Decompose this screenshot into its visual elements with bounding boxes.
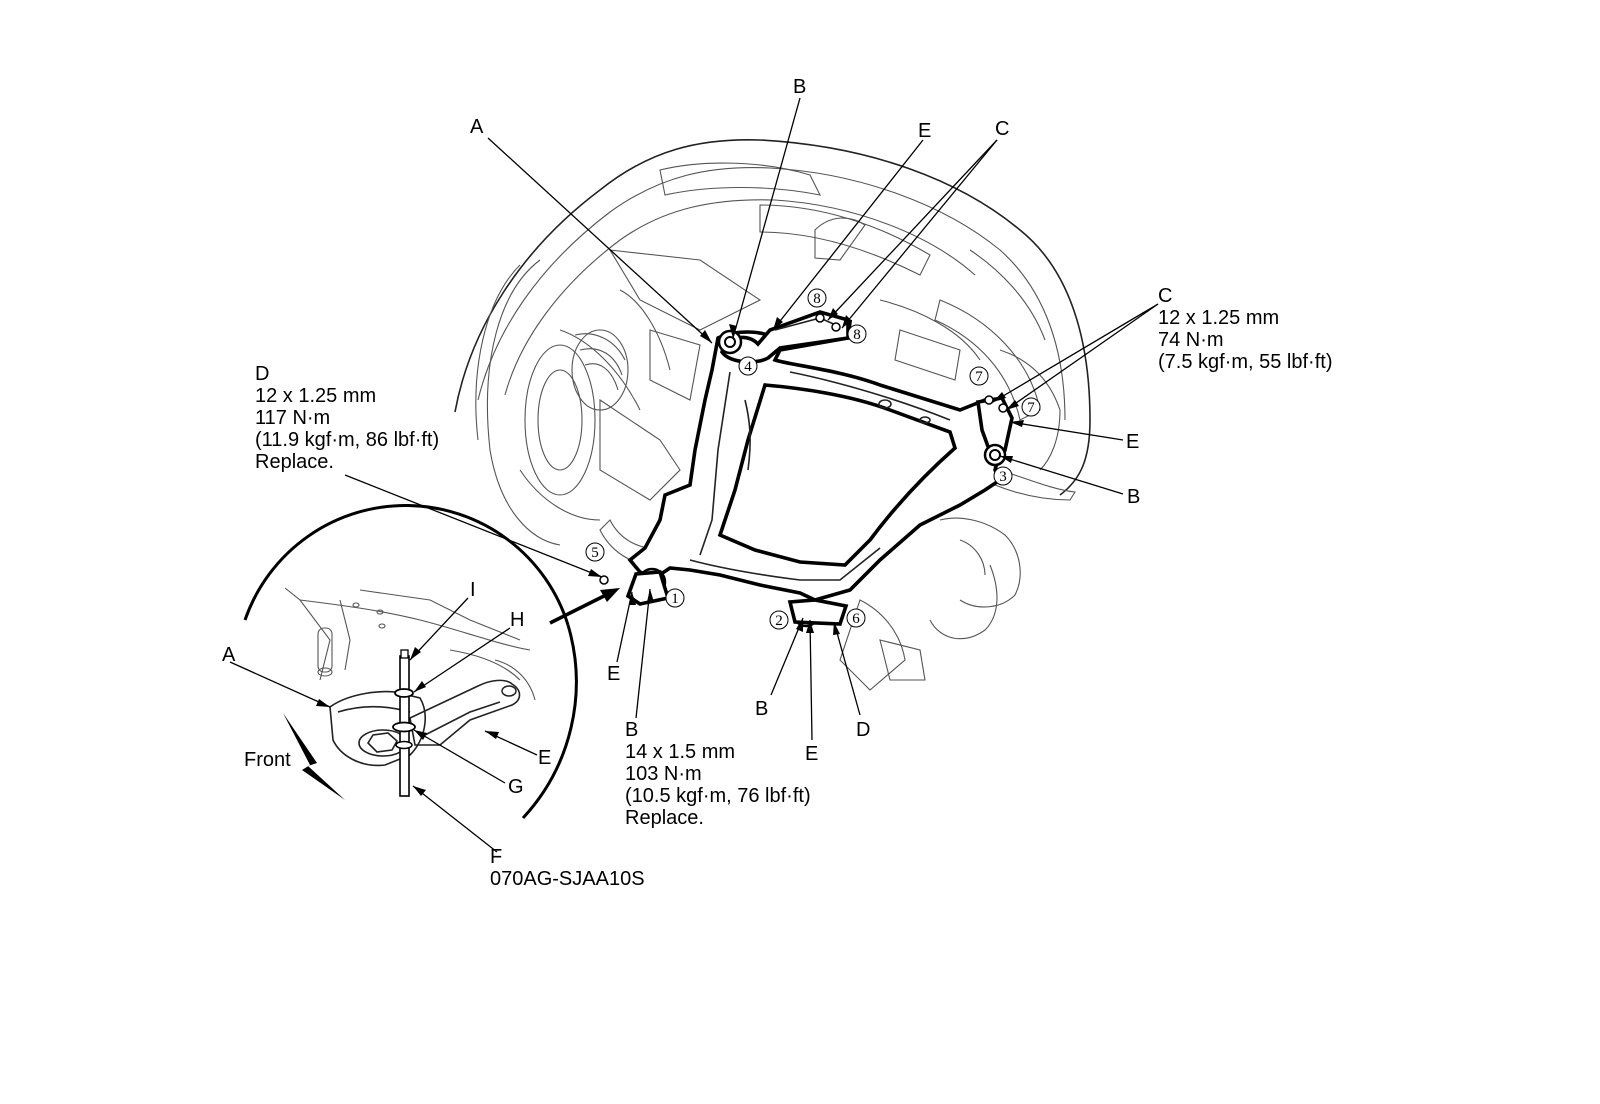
svg-text:3: 3 [999,469,1007,485]
sequence-5: 5 [585,542,605,562]
callout-right-b: B [1127,486,1140,508]
spec-b-bottom: B 14 x 1.5 mm 103 N·m (10.5 kgf·m, 76 lb… [625,719,811,829]
svg-text:14 x 1.5 mm: 14 x 1.5 mm [625,741,735,763]
inset-labels: A I H E G F Front [222,579,551,868]
inset-detail [229,504,620,853]
svg-text:Replace.: Replace. [625,807,704,829]
svg-text:1: 1 [671,591,679,607]
sequence-1: 1 [665,588,685,608]
front-arrow-icon [283,713,345,800]
sequence-8a: 8 [807,288,827,308]
mount-bolts [599,313,1008,628]
callout-top-a: A [470,116,484,138]
sequence-8b: 8 [847,324,867,344]
sequence-6: 6 [846,608,866,628]
svg-text:D: D [255,363,269,385]
callout-top-e: E [918,120,931,142]
callout-bottom-b: B [755,698,768,720]
callout-top-b: B [793,76,806,98]
front-label: Front [244,749,291,771]
inset-label-g: G [508,776,524,798]
svg-text:7: 7 [975,369,983,385]
figure-code: 070AG-SJAA10S [490,868,645,890]
tightening-sequence-numbers: 1 2 3 4 5 6 7 7 8 8 [585,288,1041,630]
callout-bottom-e: E [805,743,818,765]
svg-text:C: C [1158,285,1172,307]
callout-left-e: E [607,663,620,685]
spec-d-left: D 12 x 1.25 mm 117 N·m (11.9 kgf·m, 86 l… [255,363,439,473]
inset-label-e: E [538,747,551,769]
callout-bottom-d: D [856,719,870,741]
svg-text:74 N·m: 74 N·m [1158,329,1224,351]
vehicle-body-outline [454,138,1091,496]
svg-text:(11.9 kgf·m, 86 lbf·ft): (11.9 kgf·m, 86 lbf·ft) [255,429,439,451]
spec-c-right: C 12 x 1.25 mm 74 N·m (7.5 kgf·m, 55 lbf… [1158,285,1333,373]
svg-text:12 x 1.25 mm: 12 x 1.25 mm [1158,307,1279,329]
sequence-3: 3 [993,466,1013,486]
svg-text:103 N·m: 103 N·m [625,763,702,785]
right-knuckle-assembly [839,469,1076,691]
svg-text:12 x 1.25 mm: 12 x 1.25 mm [255,385,376,407]
leader-arrowheads [588,308,1024,635]
svg-text:(7.5 kgf·m, 55 lbf·ft): (7.5 kgf·m, 55 lbf·ft) [1158,351,1333,373]
callout-right-e: E [1126,431,1139,453]
inset-label-i: I [470,579,476,601]
svg-text:7: 7 [1027,400,1035,416]
svg-text:(10.5 kgf·m, 76 lbf·ft): (10.5 kgf·m, 76 lbf·ft) [625,785,811,807]
left-wheel-assembly [475,259,681,566]
inset-label-h: H [510,609,524,631]
svg-text:8: 8 [813,291,821,307]
sequence-7a: 7 [969,366,989,386]
sequence-2: 2 [769,610,789,630]
svg-text:Replace.: Replace. [255,451,334,473]
svg-text:6: 6 [852,611,860,627]
svg-text:8: 8 [853,327,861,343]
callout-labels: B A E C E B E B E D [470,76,1140,765]
svg-text:5: 5 [591,545,599,561]
svg-text:B: B [625,719,638,741]
svg-text:117 N·m: 117 N·m [255,407,330,429]
front-subframe [627,310,1014,602]
sequence-7b: 7 [1021,397,1041,417]
inset-label-f: F [490,846,502,868]
svg-text:2: 2 [775,613,783,629]
inset-label-a: A [222,644,236,666]
svg-text:4: 4 [744,359,752,375]
callout-top-c: C [995,118,1009,140]
sequence-4: 4 [738,356,758,376]
